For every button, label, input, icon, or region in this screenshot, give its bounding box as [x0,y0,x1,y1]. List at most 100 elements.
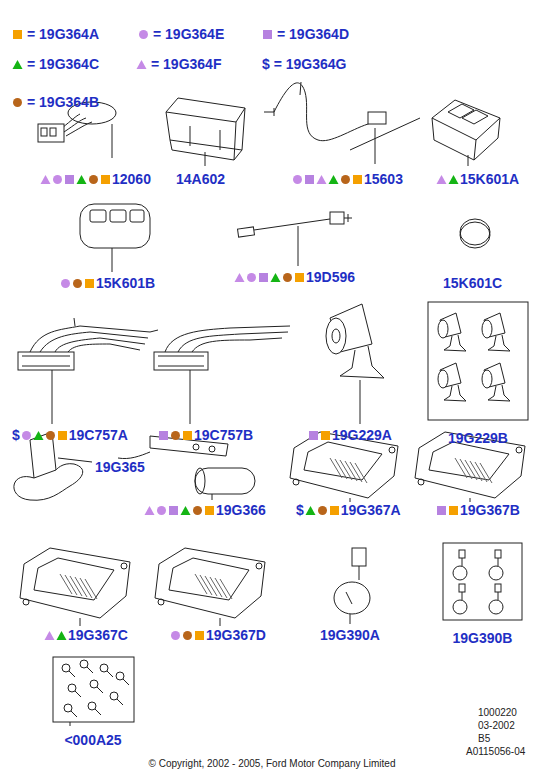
triangle-symbol [41,175,51,184]
legend-entry: = 19G364F [136,56,221,72]
screw-shank [97,687,103,693]
kit-symbol [52,174,63,185]
connector-pin [220,579,232,599]
siren-horn [482,320,492,338]
mount-hole [389,447,395,453]
kit-frame [443,543,522,620]
kit-symbol [170,430,181,441]
legend-text: = 19G364C [27,56,99,72]
siren-mount [488,385,510,401]
part-label: 19G390A [320,627,380,643]
square-symbol [321,431,330,440]
square-symbol [305,175,314,184]
triangle-symbol [235,273,245,282]
kit-symbol [60,278,71,289]
part-number: 14A602 [176,171,225,187]
leader-line [470,498,471,502]
kit-symbol [182,630,193,641]
triangle-symbol [317,175,327,184]
kit-symbol [328,174,339,185]
kit-symbol [40,174,51,185]
reference-text: 1000220 [478,707,517,718]
part-label: 19G367D [170,627,266,643]
kit-symbol [320,430,331,441]
legend-entry: = 19G364B [12,94,99,110]
square-symbol [65,175,74,184]
part-number: 12060 [112,171,151,187]
kit-symbol [44,630,55,641]
part-number: <000A25 [64,732,121,748]
circle-symbol [46,431,55,440]
kit-symbol [170,630,181,641]
alarm-siren [326,304,384,424]
kit-symbol [45,430,56,441]
drawing-reference: 1000220 [478,707,517,719]
square-symbol [309,431,318,440]
part-number: 15603 [364,171,403,187]
copyright-text: © Copyright, 2002 - 2005, Ford Motor Com… [149,758,396,769]
square-symbol [449,506,458,515]
part-label: 15K601B [60,275,155,291]
legend-text: = 19G364A [27,26,99,42]
kit-symbol [12,59,23,70]
kit-frame: 19G229B [428,302,528,447]
screw-head [80,660,88,668]
square-symbol [13,30,22,39]
part-number: 15K601B [96,275,155,291]
sensor-disc [453,600,467,614]
mount-hole [256,563,262,569]
square-symbol [195,631,204,640]
part-number: 19G365 [95,459,145,475]
siren-mount [444,335,466,351]
kit-symbol [316,174,327,185]
drawing-reference: B5 [478,733,490,745]
part-number: 19G367D [206,627,266,643]
screw-head [116,672,124,680]
module-lid [34,558,114,600]
screw-head [90,680,98,688]
tilt-sensor [334,548,370,624]
triangle-symbol [329,175,339,184]
kit-symbol [308,430,319,441]
triangle-symbol [77,175,87,184]
part-number: 19C757A [69,427,128,443]
kit-symbol [262,29,273,40]
cable-lead [238,212,352,266]
square-symbol [159,431,168,440]
kit-symbol [194,630,205,641]
part-number: 19G367C [68,627,128,643]
square-symbol [169,506,178,515]
square-symbol [101,175,110,184]
legend-text: = 19G364F [151,56,221,72]
triangle-symbol [33,431,43,440]
triangle-symbol [181,506,191,515]
part-label: 15K601C [443,275,502,291]
part-label: 19C757B [158,427,253,443]
leader-line [80,618,81,626]
circle-symbol [293,175,302,184]
kit-symbol [204,505,215,516]
kit-symbol [144,505,155,516]
part-number: 15K601A [460,171,519,187]
part-number: 19D596 [306,269,355,285]
legend-text: = 19G364D [277,26,349,42]
triangle-symbol [13,60,23,69]
triangle-symbol [45,631,55,640]
electronic-module [166,98,245,166]
square-symbol [330,506,339,515]
screw-head [68,684,76,692]
legend-entry: = 19G364D [262,26,349,42]
connector-pin [480,463,492,483]
reference-text: A0115056-04 [466,746,525,757]
siren-mount [488,335,510,351]
kit-symbol [340,174,351,185]
kit-symbol [138,29,149,40]
part-label: 19G367C [44,627,128,643]
kit-symbol [33,430,44,441]
kit-frame: <000A25 [48,657,138,749]
part-number: 19G229B [448,430,508,446]
kit-symbol [84,278,95,289]
kit-symbol [12,97,23,108]
triangle-symbol [271,273,281,282]
triangle-symbol [305,506,315,515]
